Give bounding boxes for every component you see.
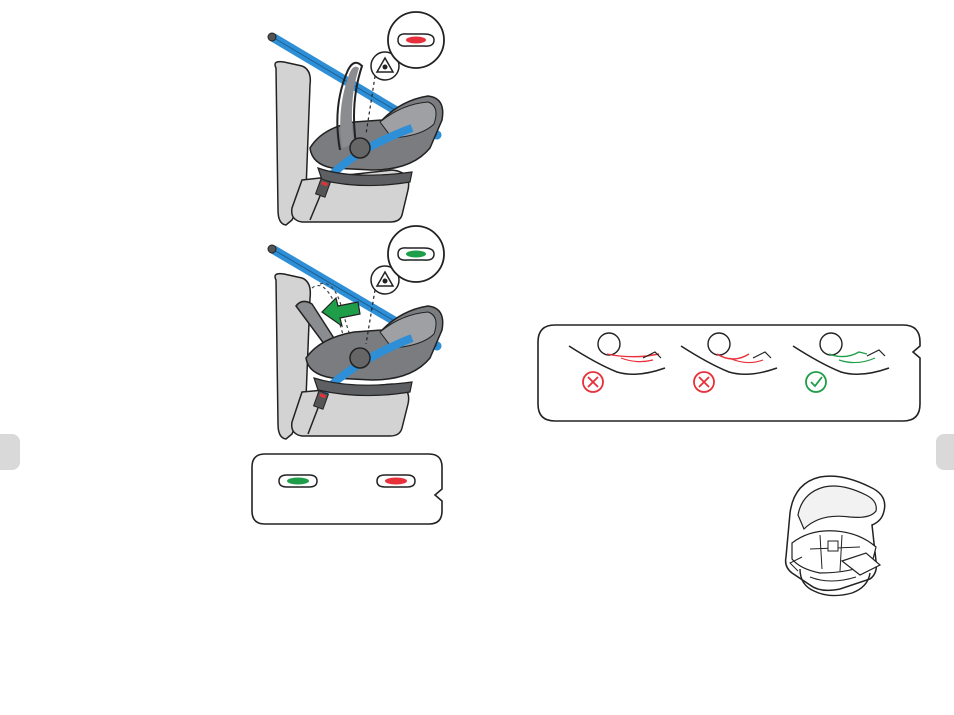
right-page-tab xyxy=(936,434,954,470)
green-push-arrow-icon xyxy=(322,298,360,326)
step-two-illustration xyxy=(262,228,462,428)
belt-guide-hub xyxy=(350,138,370,158)
belt-anchor-icon xyxy=(268,245,276,253)
left-page-tab xyxy=(0,434,20,470)
indicator-legend xyxy=(251,453,443,525)
carrier-underside-illustration xyxy=(780,473,890,607)
head-position-panel xyxy=(537,324,921,422)
check-circle-icon xyxy=(806,372,826,392)
belt-anchor-icon xyxy=(268,33,276,41)
belt-guide-hub xyxy=(350,348,370,368)
step-one-illustration xyxy=(262,10,462,210)
